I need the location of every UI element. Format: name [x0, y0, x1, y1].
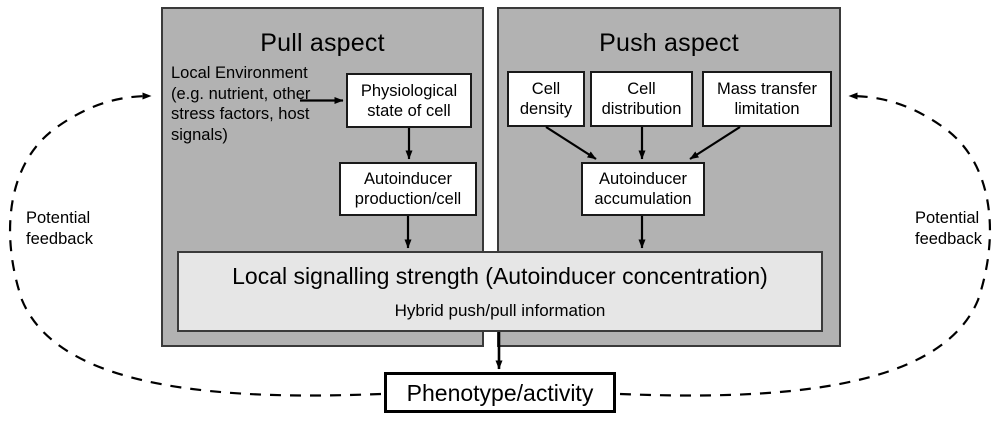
box-autoinducer-production: Autoinducer production/cell	[339, 162, 477, 216]
local-signalling-strength-band: Local signalling strength (Autoinducer c…	[177, 251, 823, 332]
box-cell-distribution: Cell distribution	[590, 71, 693, 127]
feedback-label-left: Potential feedback	[26, 209, 93, 248]
box-physiological-state: Physiological state of cell	[346, 73, 472, 128]
box-cell-density: Cell density	[507, 71, 585, 127]
signalling-strength-main-label: Local signalling strength (Autoinducer c…	[232, 262, 768, 289]
signalling-strength-sub-label: Hybrid push/pull information	[394, 300, 606, 320]
panel-pull-title: Pull aspect	[260, 29, 385, 57]
box-phenotype-activity: Phenotype/activity	[384, 372, 616, 413]
panel-push-title: Push aspect	[599, 29, 739, 57]
feedback-label-right: Potential feedback	[915, 209, 982, 248]
local-environment-text: Local Environment (e.g. nutrient, other …	[171, 64, 311, 144]
box-autoinducer-accumulation: Autoinducer accumulation	[581, 162, 705, 216]
box-mass-transfer-limitation: Mass transfer limitation	[702, 71, 832, 127]
